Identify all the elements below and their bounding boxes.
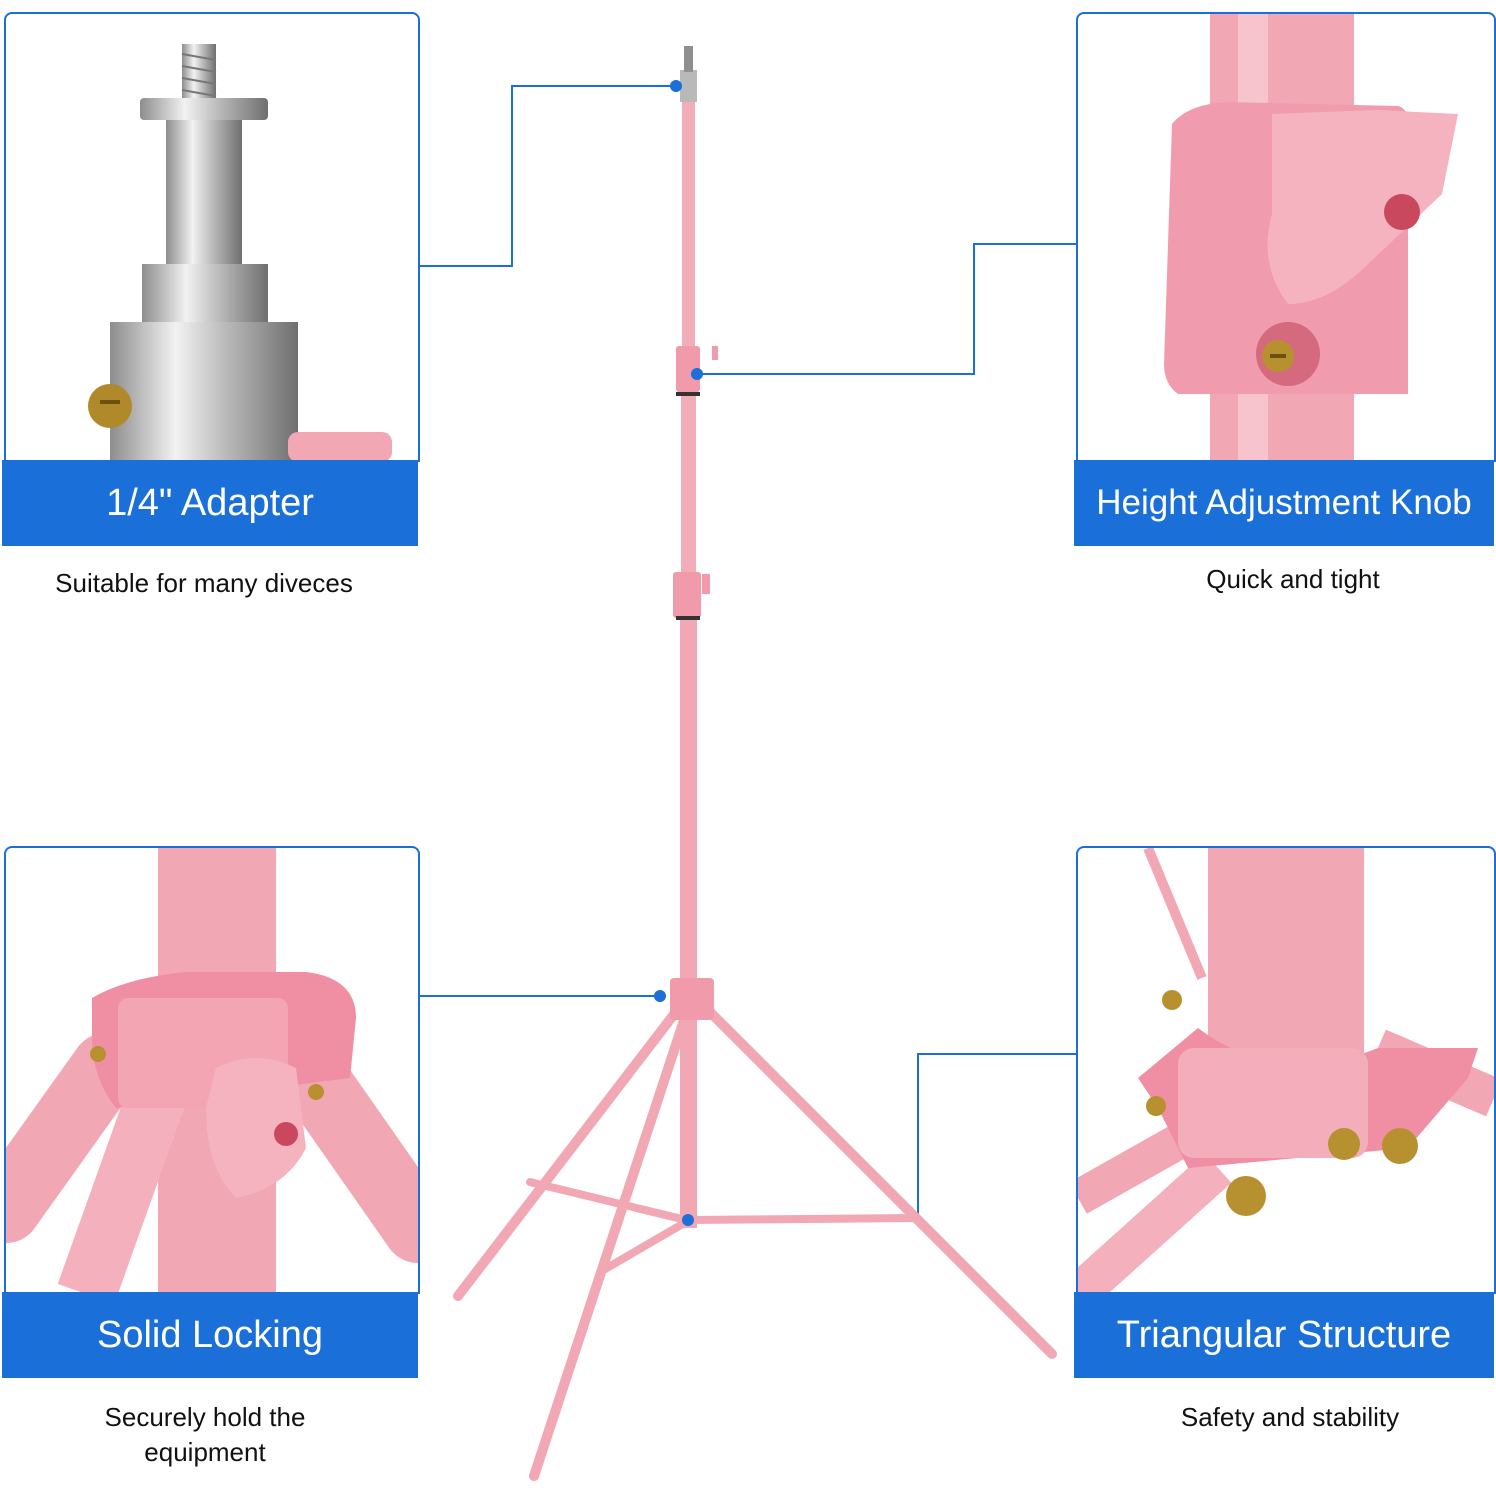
callout-dot [670,80,682,92]
callout-dot [691,368,703,380]
stand-adapter [680,70,697,102]
triangle-callout-line [688,1053,1076,1221]
stand-column-middle [681,394,696,616]
adapter-subtitle: Suitable for many diveces [55,568,353,598]
adapter-title-banner: 1/4" Adapter [2,460,418,546]
stand-joint-top [676,346,700,392]
adapter-title: 1/4" Adapter [106,481,314,524]
stand-braces [526,1178,920,1276]
locking-title: Solid Locking [96,1313,324,1356]
callout-dot [654,990,666,1002]
triangle-photo [1078,848,1494,1294]
stand-column-lower [680,616,697,1228]
locking-subtitle: Securely hold the equipment [104,1402,306,1467]
triangle-photo-panel [1076,846,1496,1294]
knob-photo [1164,14,1458,462]
locking-photo-panel [4,846,420,1294]
stand-joint-base [670,978,714,1020]
callout-dots [654,80,703,1226]
adapter-callout-line [418,85,676,267]
stand-joint-mid [673,572,701,618]
adapter-photo [88,44,392,462]
locking-photo [6,848,418,1294]
triangle-subtitle: Safety and stability [1180,1402,1400,1432]
triangle-title: Triangular Structure [1116,1313,1452,1356]
adapter-photo-panel [4,12,420,462]
knob-subtitle: Quick and tight [1206,564,1380,594]
knob-title: Height Adjustment Knob [1096,483,1472,522]
knob-photo-panel [1076,12,1496,462]
callout-dot [682,1214,694,1226]
knob-title-banner: Height Adjustment Knob [1074,460,1494,546]
triangle-title-banner: Triangular Structure [1074,1292,1494,1378]
locking-title-banner: Solid Locking [2,1292,418,1378]
knob-callout-line [697,243,1076,375]
stand-legs [453,995,1057,1481]
stand-column-upper [682,100,695,394]
